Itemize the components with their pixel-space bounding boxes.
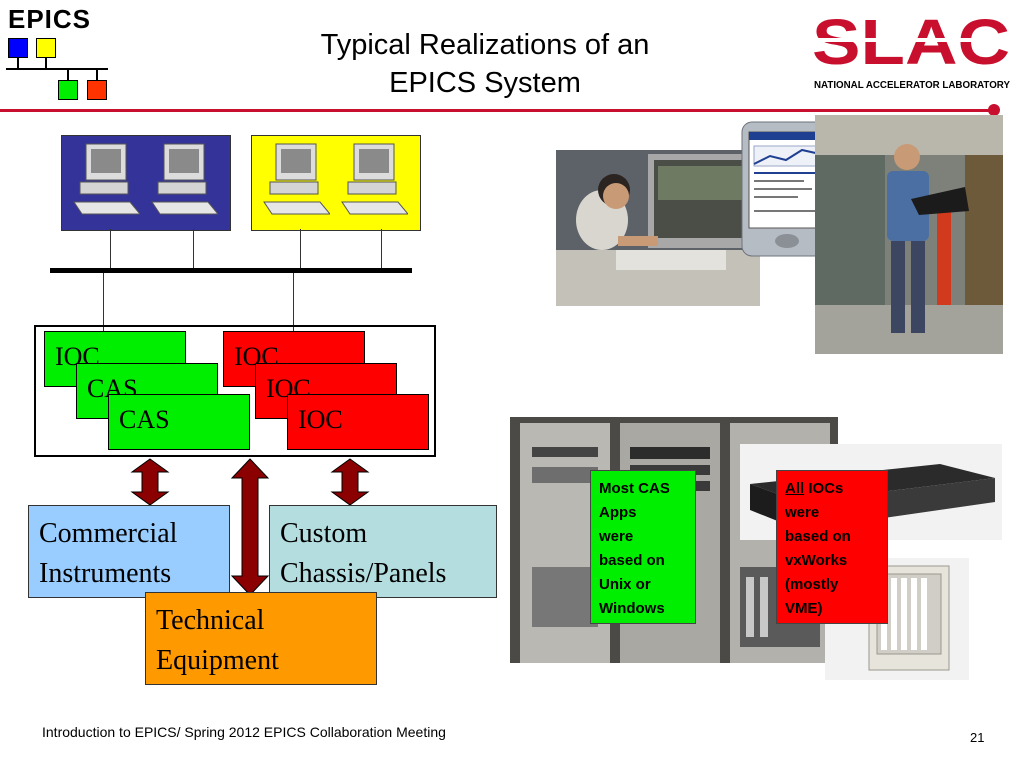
slide-title-line-1: Typical Realizations of an [320,29,650,61]
cas-note: Most CAS Apps were based on Unix or Wind… [590,470,696,624]
logo-stem [67,70,69,80]
slac-logo: SLAC NATIONAL ACCELERATOR LABORATORY [810,6,1015,94]
logo-stem [45,57,47,68]
cas-note-line: Unix or [599,576,651,593]
technical-equipment-line-1: Technical [156,605,265,636]
ioc-note-line: were [785,504,820,521]
header-divider [0,109,994,112]
epics-logo: EPICS [6,4,116,100]
workstation-drop-line [300,229,301,270]
cas-note-line: Apps [599,504,637,521]
engineer-laptop-photo [815,115,1003,354]
network-bus [50,268,412,273]
custom-chassis-line-1: Custom [280,518,368,549]
ioc-card-red: IOC [287,394,429,450]
logo-stem [17,57,19,68]
commercial-instruments-box: Commercial Instruments [28,505,230,598]
double-arrow-icon [130,458,170,506]
cas-note-line: Most CAS [599,480,670,497]
footer-text: Introduction to EPICS/ Spring 2012 EPICS… [42,724,446,740]
cas-note-line: were [599,528,634,545]
double-arrow-icon [230,458,270,596]
computer-icon [341,143,408,215]
logo-square-yellow [36,38,56,58]
slide-title-line-2: EPICS System [389,67,581,99]
custom-chassis-line-2: Chassis/Panels [280,558,447,589]
slac-subtitle: NATIONAL ACCELERATOR LABORATORY [814,80,1010,91]
double-arrow-icon [330,458,370,506]
ioc-note: All IOCs were based on vxWorks (mostly V… [776,470,888,624]
ioc-drop-line [293,273,294,333]
computer-icon [263,143,330,215]
computer-icon [73,143,140,215]
cas-note-line: based on [599,552,665,569]
commercial-instruments-line-2: Instruments [39,558,172,589]
logo-square-red [87,80,107,100]
workstation-group-yellow [251,135,421,231]
slide-title: Typical Realizations of an EPICS System [250,26,720,102]
workstation-drop-line [110,229,111,270]
ioc-note-line: VME) [785,600,823,617]
workstation-drop-line [193,229,194,270]
slac-logo-text: SLAC [812,8,1010,78]
ioc-note-emphasis: All [785,480,805,497]
ioc-drop-line [103,273,104,333]
custom-chassis-box: Custom Chassis/Panels [269,505,497,598]
workstation-group-blue [61,135,231,231]
computer-icon [151,143,218,215]
commercial-instruments-line-1: Commercial [39,518,178,549]
technical-equipment-box: Technical Equipment [145,592,377,685]
handheld-device-photo [740,120,834,258]
logo-bus-line [6,68,108,70]
ioc-note-first-rest: IOCs [804,480,844,497]
logo-square-green [58,80,78,100]
cas-note-line: Windows [599,600,665,617]
workstation-drop-line [381,229,382,270]
logo-stem [96,70,98,80]
ioc-note-line: (mostly [785,576,839,593]
epics-logo-text: EPICS [8,4,92,34]
technical-equipment-line-2: Equipment [156,645,279,676]
ioc-note-line: All IOCs [785,477,879,501]
ioc-note-line: vxWorks [785,552,848,569]
ioc-note-line: based on [785,528,851,545]
header-divider-dot [988,104,1000,116]
logo-square-blue [8,38,28,58]
cas-card-green: CAS [108,394,250,450]
ioc-frame [34,325,436,457]
control-room-photo [556,150,760,306]
page-number: 21 [970,730,985,745]
slac-logo-graphic: SLAC NATIONAL ACCELERATOR LABORATORY [812,6,1010,91]
